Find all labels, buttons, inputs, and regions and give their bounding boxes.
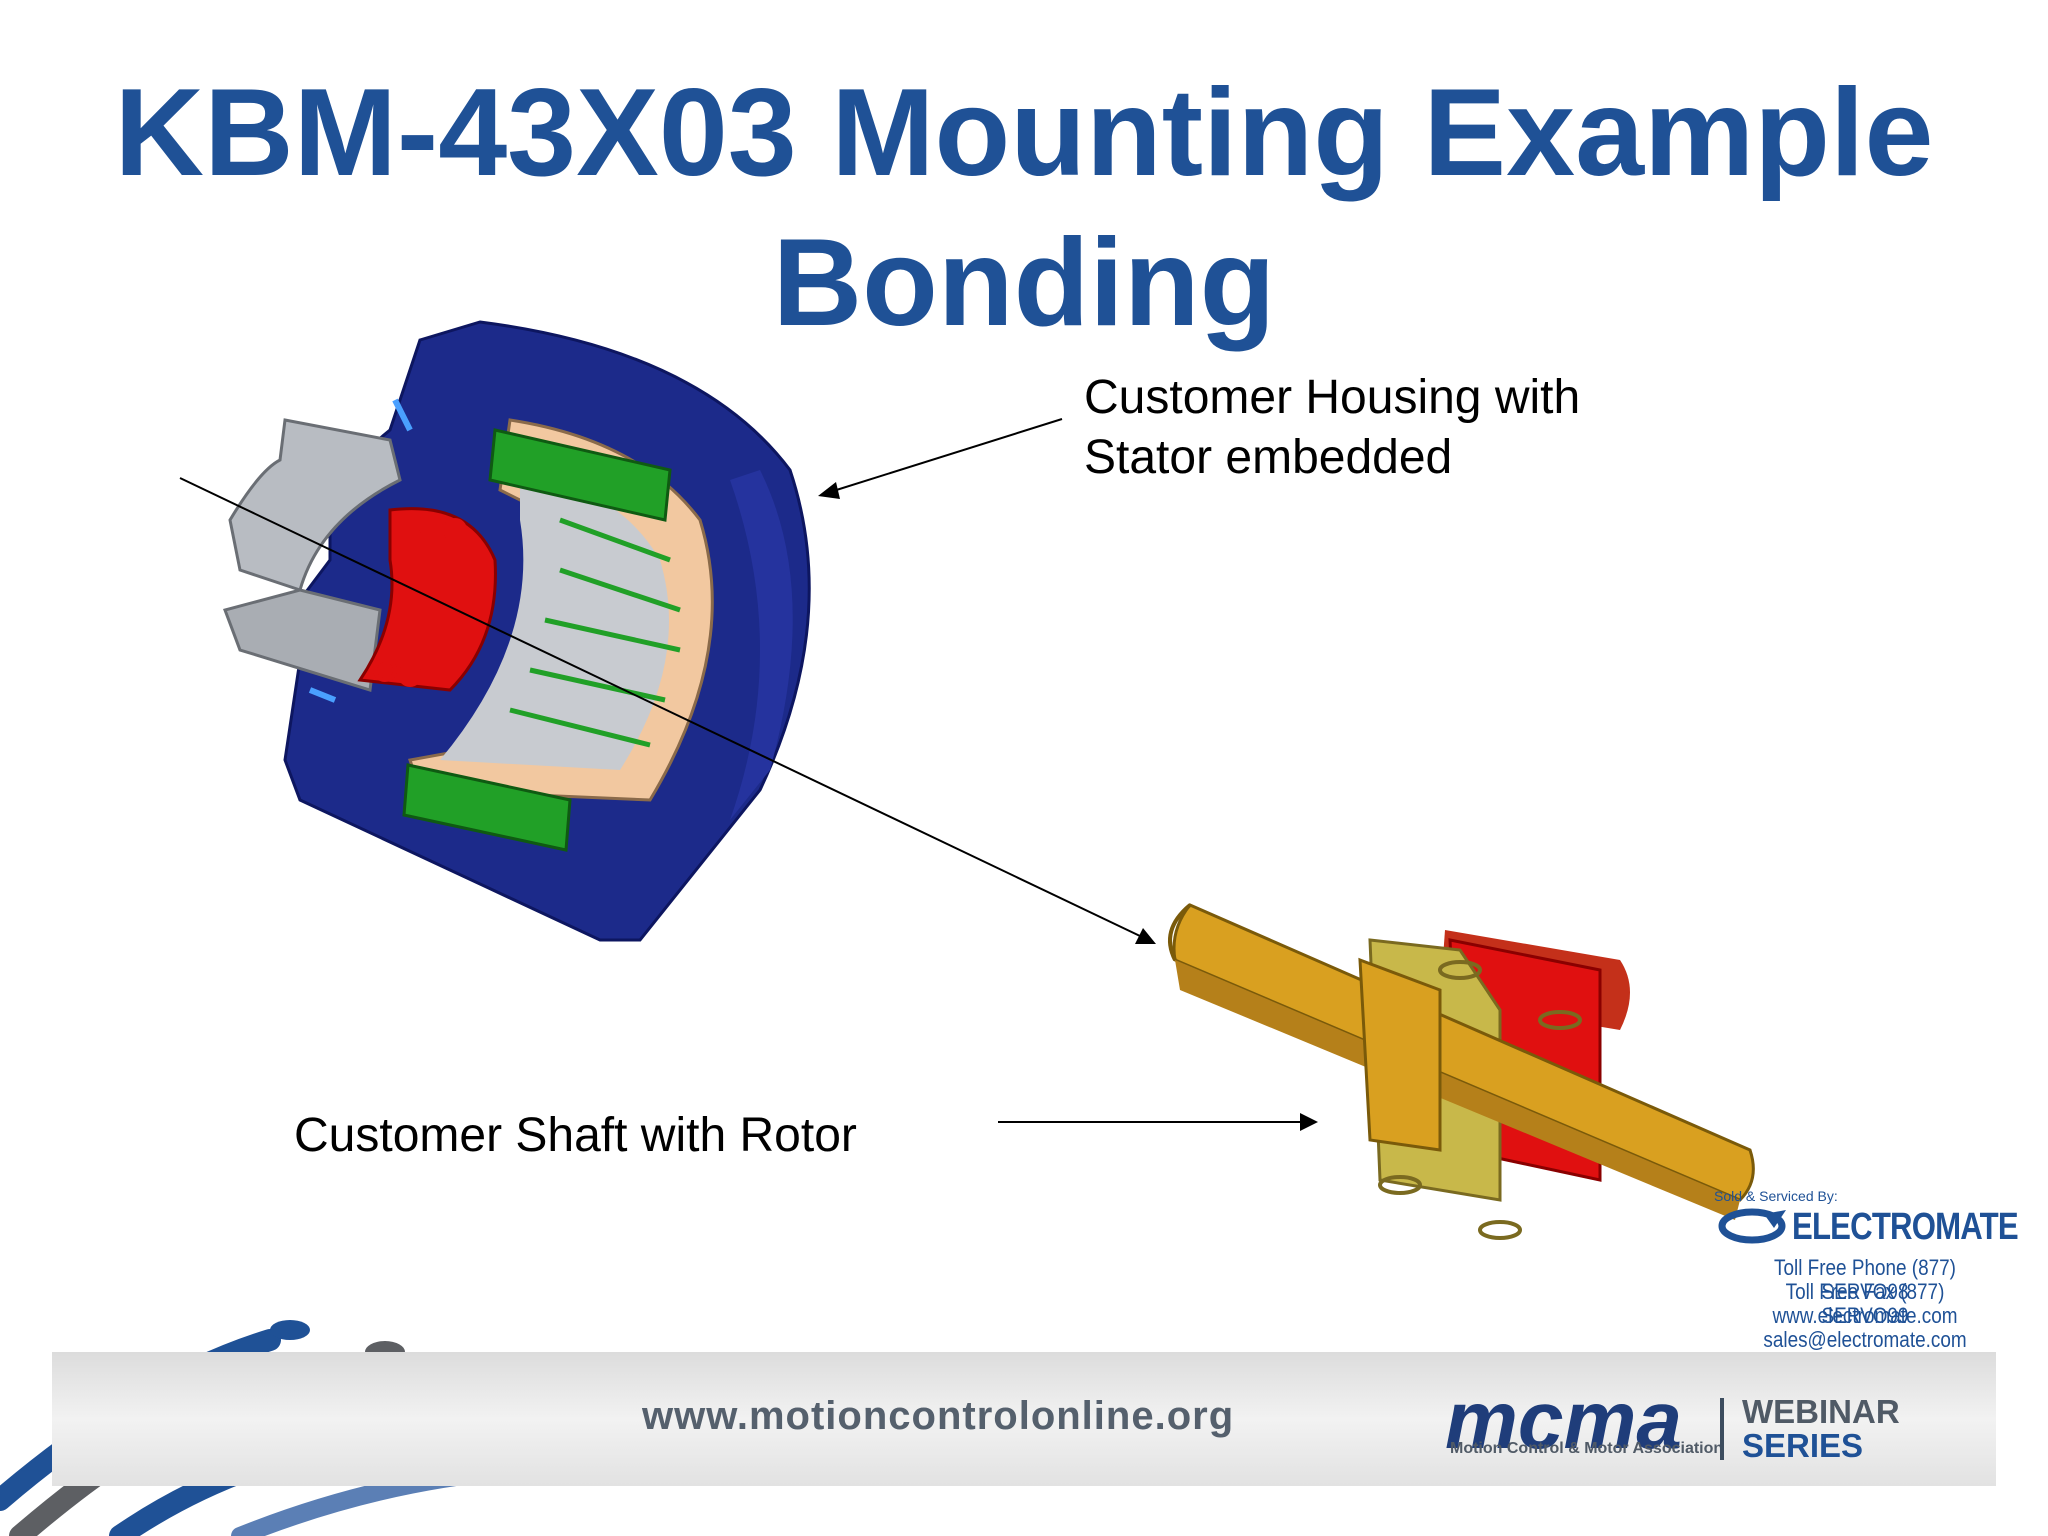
electromate-logo-text: ELECTROMATE (1792, 1206, 2019, 1248)
electromate-website-link[interactable]: www.electromate.com (1772, 1303, 1958, 1328)
mcma-logo: mcma (1445, 1375, 1683, 1466)
electromate-logo-icon (1718, 1208, 1786, 1244)
slide-title-line-1: KBM-43X03 Mounting Example (114, 64, 1934, 202)
customer-shaft-rotor-drawing (1168, 903, 1755, 1240)
webinar-divider (1720, 1398, 1724, 1460)
sold-serviced-by-text: Sold & Serviced By: (1714, 1188, 1838, 1204)
customer-housing-stator-drawing (223, 320, 811, 942)
webinar-series-line-2: SERIES (1742, 1427, 1864, 1464)
electromate-phone: Toll Free Phone (877) SERVO98 (1774, 1255, 1956, 1304)
footer-band (52, 1352, 1996, 1486)
webinar-series-line-1: WEBINAR (1742, 1393, 1900, 1430)
electromate-email-link[interactable]: sales@electromate.com (1763, 1327, 1967, 1352)
housing-label: Customer Housing with Stator embedded (1084, 368, 1580, 488)
footer-website-link[interactable]: www.motioncontrolonline.org (642, 1394, 1235, 1438)
housing-label-line-1: Customer Housing with (1084, 371, 1581, 424)
pointer-housing-arrow (818, 418, 1063, 499)
electromate-fax: Toll Free Fax (877) SERVO99 (1785, 1279, 1945, 1328)
mcma-logo-subtitle: Motion Control & Motor Association (1450, 1440, 1724, 1457)
housing-label-line-2: Stator embedded (1084, 431, 1453, 484)
slide-title-line-2: Bonding (772, 214, 1276, 352)
pointer-axis-arrow (179, 477, 1156, 944)
shaft-label: Customer Shaft with Rotor (294, 1109, 857, 1162)
pointer-shaft-arrow (998, 1113, 1318, 1131)
